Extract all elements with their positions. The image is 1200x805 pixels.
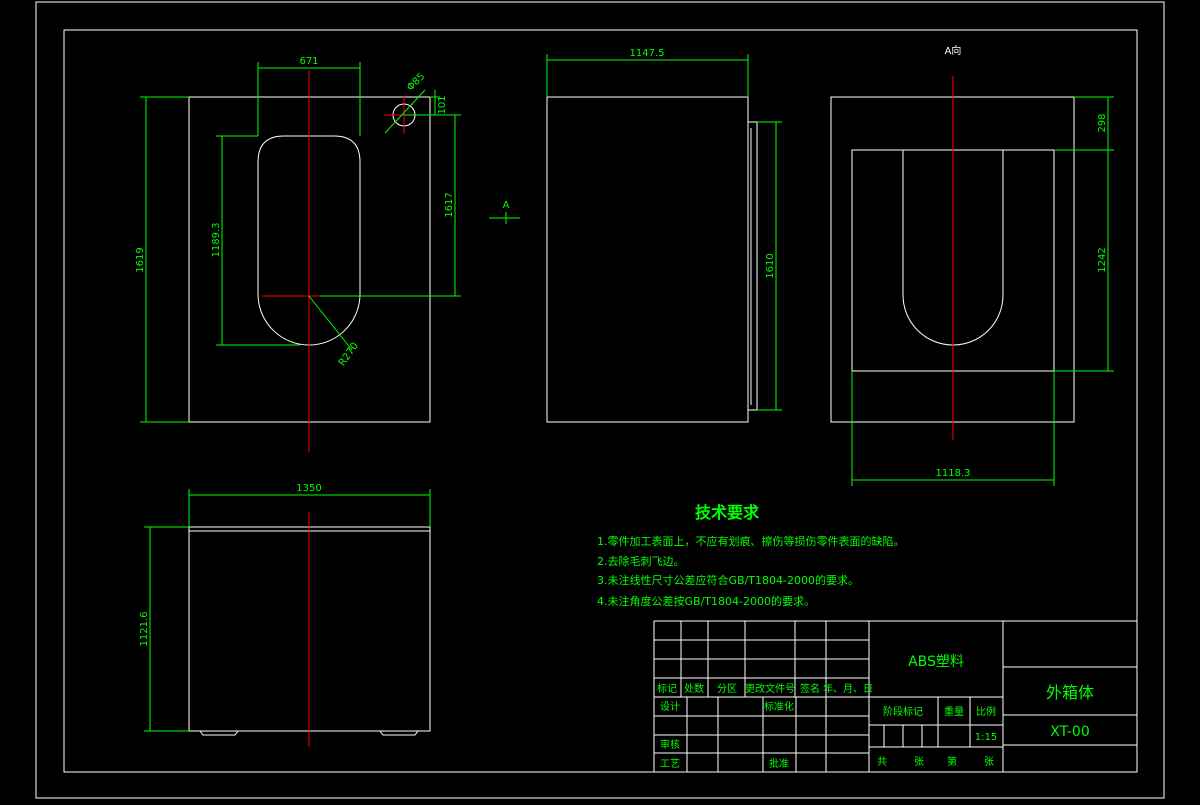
tb-h-count: 处数	[684, 682, 704, 695]
tb-drawing-no: XT-00	[1050, 724, 1089, 740]
dim-hole-dia: Φ85	[405, 71, 427, 93]
bottom-view: 1350 1121.6	[139, 483, 431, 747]
bottom-feet	[199, 730, 419, 736]
tb-r-design: 设计	[660, 700, 680, 713]
dim-bottom-width: 1350	[296, 483, 321, 494]
tb-f-total: 共	[877, 756, 887, 768]
dim-hole-offset: 101	[437, 95, 448, 114]
tech-item: 4.未注角度公差按GB/T1804-2000的要求。	[597, 594, 815, 608]
dim-radius-leader	[308, 295, 353, 351]
tech-item: 2.去除毛刺飞边。	[597, 554, 685, 568]
tb-h-sign: 签名	[800, 682, 820, 695]
side-view: 1147.5 1610 A	[489, 48, 782, 423]
tb-h-weight: 重量	[944, 705, 964, 718]
a-view-label: A向	[945, 44, 962, 57]
dim-left-height: 1619	[135, 247, 146, 272]
dim-side-width: 1147.5	[630, 48, 665, 59]
dim-top-width: 671	[299, 56, 318, 67]
dim-radius: R270	[337, 341, 361, 369]
title-block: 标记 处数 分区 更改文件号 签名 年、月、日 设计 标准化 审核 工艺 批准 …	[653, 620, 1138, 773]
tb-h-mark: 标记	[657, 683, 677, 695]
tech-item: 1.零件加工表面上，不应有划痕、擦伤等损伤零件表面的缺陷。	[597, 534, 905, 548]
tb-f-sheet2: 张	[984, 756, 994, 768]
inner-frame	[63, 29, 1138, 773]
tb-h-scale: 比例	[976, 705, 996, 718]
front-view: 671 1619 1189.3 1617 101 Φ85 R270	[135, 56, 461, 452]
tb-part-name: 外箱体	[1046, 683, 1094, 702]
view-arrow-label: A	[503, 200, 510, 211]
dim-bottom-height: 1121.6	[139, 612, 150, 647]
tb-h-change: 更改文件号	[745, 682, 795, 695]
tech-title: 技术要求	[695, 503, 760, 522]
tb-r-approve: 批准	[769, 757, 789, 770]
dim-a-width: 1118.3	[936, 468, 971, 479]
front-opening	[257, 135, 361, 346]
tb-f-sheet: 张	[914, 756, 924, 768]
dim-inner-height: 1189.3	[211, 223, 222, 258]
tb-h-stage: 阶段标记	[883, 705, 923, 718]
tb-h-zone: 分区	[717, 683, 737, 695]
tb-f-no: 第	[947, 755, 957, 768]
tb-r-standard: 标准化	[764, 700, 794, 713]
tb-scale: 1:15	[975, 732, 997, 743]
outer-frame	[35, 1, 1165, 799]
dim-a-top: 298	[1097, 113, 1108, 132]
tb-r-process: 工艺	[660, 758, 680, 770]
tb-h-date: 年、月、日	[823, 682, 873, 695]
dim-side-height: 1610	[765, 253, 776, 278]
dim-a-height: 1242	[1097, 247, 1108, 272]
tb-material: ABS塑料	[908, 654, 964, 670]
a-view: A向 298 1242 1118.3	[830, 44, 1114, 486]
tb-r-review: 审核	[660, 738, 680, 751]
tech-requirements: 技术要求 1.零件加工表面上，不应有划痕、擦伤等损伤零件表面的缺陷。 2.去除毛…	[597, 503, 905, 608]
tech-item: 3.未注线性尺寸公差应符合GB/T1804-2000的要求。	[597, 573, 859, 587]
side-outline	[546, 96, 749, 423]
dim-right-height: 1617	[444, 192, 455, 217]
dim-hole-leader	[384, 89, 426, 134]
